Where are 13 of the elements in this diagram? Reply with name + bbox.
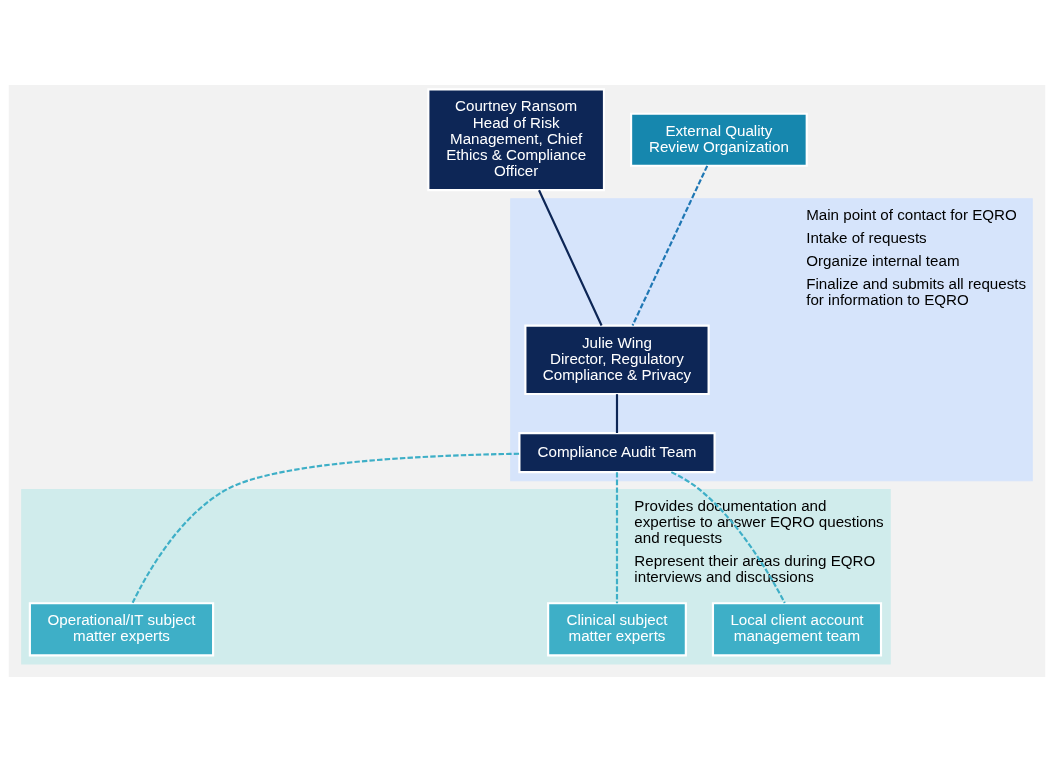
node-box: Local client account management team xyxy=(711,601,883,656)
node-box: Clinical subject matter experts xyxy=(547,601,687,656)
connector xyxy=(631,164,709,326)
node-box: Operational/IT subject matter experts xyxy=(28,601,215,656)
connector xyxy=(538,189,603,326)
connector xyxy=(615,471,619,603)
connector xyxy=(670,470,786,603)
node-box: External Quality Review Organization xyxy=(630,112,808,167)
node-box: Compliance Audit Team xyxy=(518,431,716,473)
node-box: Courtney Ransom Head of Risk Management, Chief Ethics & Compliance Officer xyxy=(427,87,606,191)
connector xyxy=(131,452,520,603)
node-box: Julie Wing Director, Regulatory Compliance & Privacy xyxy=(524,324,710,395)
connector xyxy=(615,393,619,433)
